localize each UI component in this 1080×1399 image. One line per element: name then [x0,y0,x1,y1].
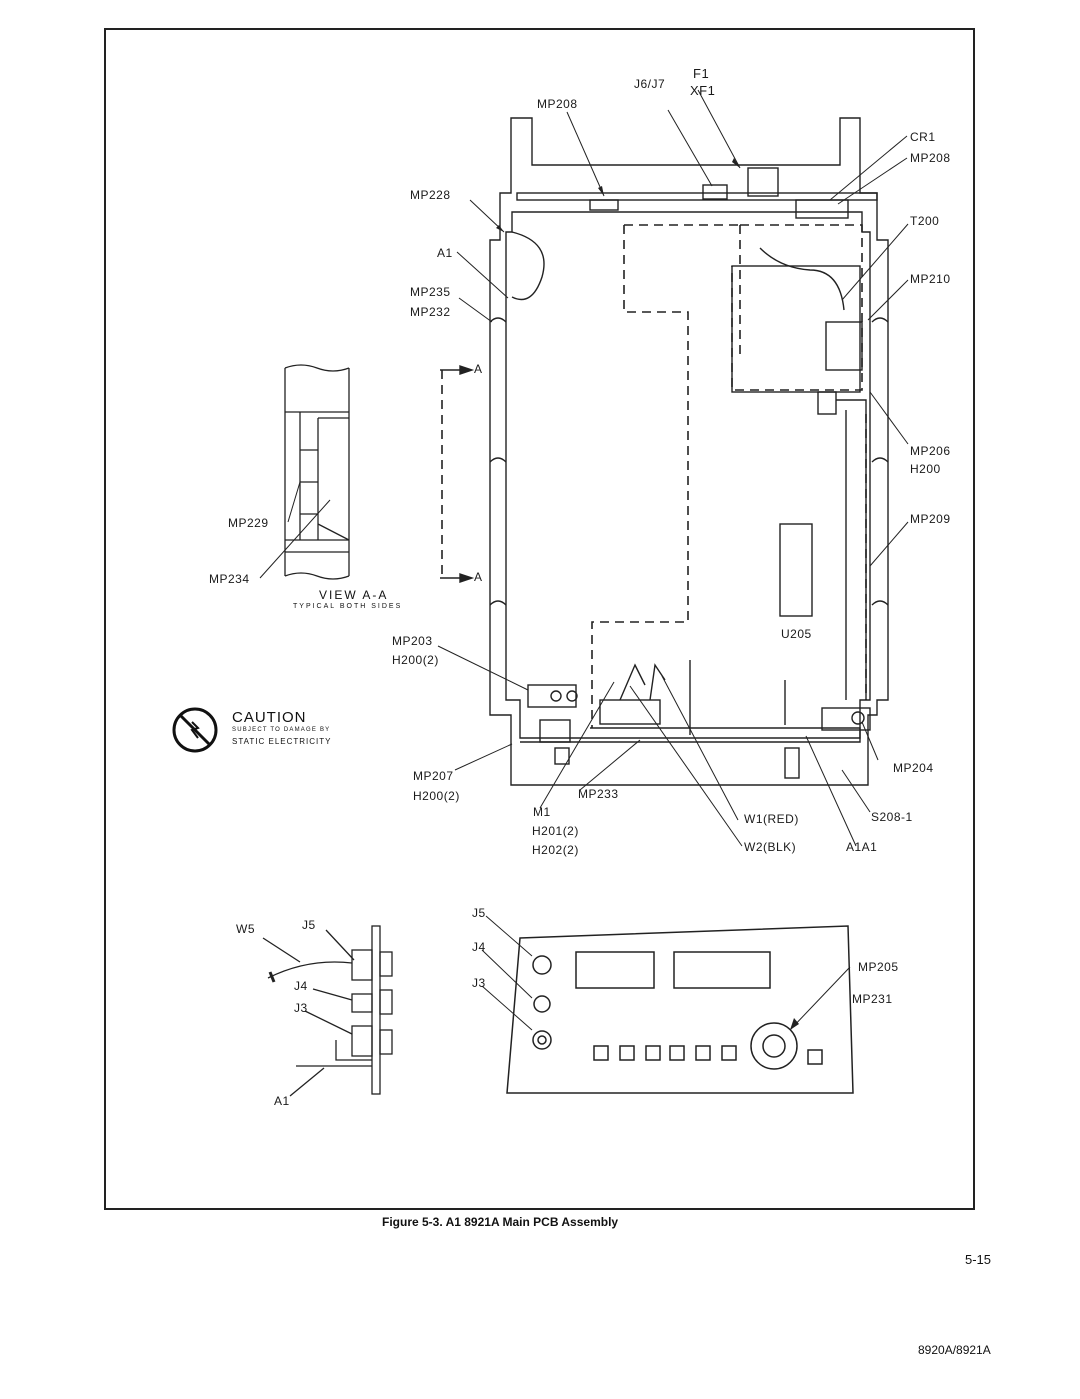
page-number: 5-15 [965,1252,992,1267]
label-j4-front: J4 [472,940,486,954]
front-panel-keys [593,1045,823,1065]
label-f1: F1 [693,66,710,81]
label-h202: H202(2) [532,843,579,857]
label-cr1: CR1 [910,130,936,144]
label-h200-2a: H200(2) [392,653,439,667]
label-mp208-right: MP208 [910,151,951,165]
label-m1: M1 [533,805,551,819]
label-a1: A1 [437,246,453,260]
view-aa-subtitle: TYPICAL BOTH SIDES [293,603,403,610]
view-aa-title: VIEW A-A [319,588,389,602]
dashed-region-left [591,225,689,728]
label-mp210: MP210 [910,272,951,286]
side-connector-panel [371,925,381,1095]
chassis-outline [489,117,889,786]
display-right [673,951,771,989]
view-aa-detail [284,364,350,372]
label-mp232: MP232 [410,305,451,319]
pcb-outline [505,211,871,739]
jack-j3 [532,1030,552,1050]
display-left [575,951,655,989]
label-mp235: MP235 [410,285,451,299]
dashed-region-right [731,224,863,391]
label-j4-side: J4 [294,979,308,993]
label-j3-side: J3 [294,1001,308,1015]
label-mp209: MP209 [910,512,951,526]
motor-m1 [599,699,661,725]
fuse-holder [747,167,779,197]
label-mp234: MP234 [209,572,250,586]
label-j5-side: J5 [302,918,316,932]
j6-j7-connector [702,184,728,200]
label-w1: W1(RED) [744,812,799,826]
label-mp205: MP205 [858,960,899,974]
top-bracket [516,192,878,201]
no-static-icon [172,707,218,753]
label-h200-2b: H200(2) [413,789,460,803]
label-s208: S208-1 [871,810,913,824]
label-mp203: MP203 [392,634,433,648]
caution-title: CAUTION [232,709,307,726]
u205-chip [779,523,813,617]
label-mp229: MP229 [228,516,269,530]
figure-frame [104,28,975,1210]
document-id: 8920A/8921A [918,1343,991,1357]
label-j6-j7: J6/J7 [634,77,666,91]
front-panel [506,925,854,1094]
label-h201: H201(2) [532,824,579,838]
caution-line2: STATIC ELECTRICITY [232,737,332,746]
transformer-t200 [731,265,861,393]
label-w2: W2(BLK) [744,840,797,854]
label-j5-front: J5 [472,906,486,920]
label-h200: H200 [910,462,941,476]
jack-j4 [533,995,551,1013]
label-u205: U205 [781,627,812,641]
label-a1a1: A1A1 [846,840,878,854]
control-knob [750,1022,798,1070]
caution-line1: SUBJECT TO DAMAGE BY [232,727,331,733]
label-w5: W5 [236,922,255,936]
label-mp206: MP206 [910,444,951,458]
label-mp208-top: MP208 [537,97,578,111]
label-mp231: MP231 [852,992,893,1006]
figure-caption: Figure 5-3. A1 8921A Main PCB Assembly [382,1215,619,1229]
label-mp228: MP228 [410,188,451,202]
section-marker-top: A [474,362,483,376]
label-a1-bottom: A1 [274,1094,290,1108]
label-mp207: MP207 [413,769,454,783]
label-mp233: MP233 [578,787,619,801]
label-mp204: MP204 [893,761,934,775]
label-t200: T200 [910,214,940,228]
label-xf1: XF1 [690,83,716,98]
jack-j5 [532,955,552,975]
section-marker-bottom: A [474,570,483,584]
label-j3-front: J3 [472,976,486,990]
